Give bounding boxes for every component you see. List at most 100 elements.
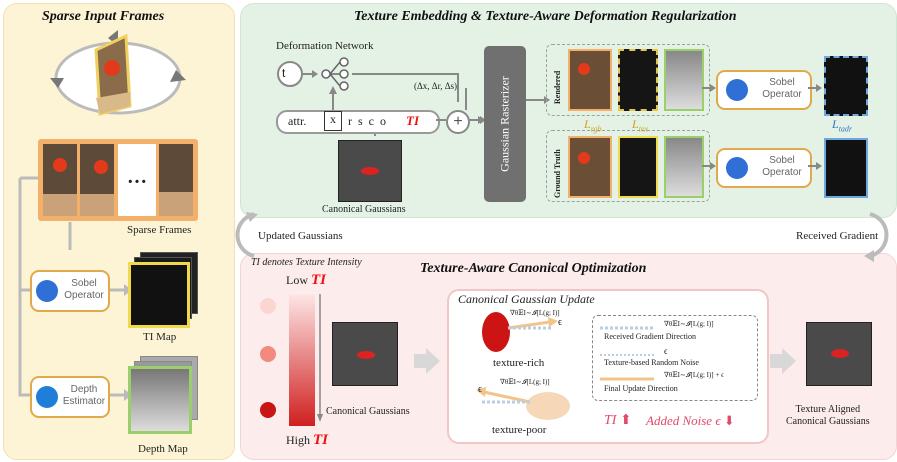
loop-arrows [235, 212, 889, 262]
ti-map-label: TI Map [143, 331, 177, 343]
updated-gaussians-label: Updated Gaussians [258, 230, 343, 242]
legend-1-text: Received Gradient Direction [604, 332, 696, 341]
loss-tadr-symbol: L [832, 117, 839, 131]
gaussian-rasterizer: Gaussian Rasterizer [484, 46, 526, 202]
sobel-out-arrows [808, 84, 822, 170]
loss-tex: Ltex [632, 117, 648, 133]
high-label: High TI [286, 432, 328, 449]
ti-bar-arrow [317, 294, 323, 422]
gaussian-rasterizer-label: Gaussian Rasterizer [497, 76, 512, 172]
attribute-bar: attr. x r s c o TI [276, 110, 440, 134]
gt-texture [618, 136, 658, 198]
arrow-to-update [414, 348, 440, 374]
ground-truth-label: Ground Truth [553, 149, 562, 198]
attr-rsco: r s c o [348, 114, 386, 128]
texture-poor-label: texture-poor [492, 424, 547, 436]
rasterizer-outputs [526, 96, 550, 104]
update-vectors [476, 312, 570, 420]
canonical-gaussians-cube [338, 140, 402, 202]
deformation-network-diagram [277, 57, 484, 136]
ti-up-text: TI [604, 413, 617, 428]
added-noise: Added Noise ϵ ⬇ [646, 413, 735, 429]
arrow-to-aligned [770, 348, 796, 374]
texture-rich-label: texture-rich [493, 357, 545, 369]
texture-aligned-label: Texture Aligned Canonical Gaussians [786, 404, 870, 427]
rendered-group [546, 44, 710, 116]
update-legend [592, 315, 758, 401]
legend-2-formula: ϵ [664, 346, 668, 356]
sobel-operator-label: Sobel Operator [762, 77, 802, 100]
high-text: High [286, 433, 310, 447]
loss-tex-sub: tex [638, 124, 649, 134]
deformation-network-label: Deformation Network [276, 40, 374, 52]
sobel-operator-label: Sobel Operator [762, 155, 802, 178]
loss-rgb: Lrgb [584, 117, 602, 133]
depth-map-stack [128, 356, 200, 436]
ti-note-text: TI denotes Texture Intensity [251, 257, 362, 268]
sobel-operator-label: Sobel Operator [64, 278, 104, 301]
frame-thumbnail [80, 144, 114, 216]
ti-note: TI denotes Texture Intensity [251, 257, 362, 268]
canonical-gaussians-cube-bottom [332, 322, 398, 386]
sobel-operator-box: Sobel Operator [30, 270, 110, 312]
ti-up: TI ⬆ [604, 412, 632, 429]
sobel-gt-output [824, 138, 868, 198]
low-label: Low TI [286, 272, 326, 289]
attr-ti: TI [406, 113, 419, 128]
up-arrow-icon: ⬆ [619, 413, 632, 428]
update-title: Canonical Gaussian Update [458, 292, 595, 306]
epsilon-poor: ϵ [478, 384, 483, 395]
legend-3-formula: ∇θ𝔼I∼𝓘[L(g; I)] + ϵ [664, 371, 724, 379]
left-panel-title: Sparse Input Frames [42, 9, 165, 24]
top-panel-title: Texture Embedding & Texture-Aware Deform… [354, 9, 737, 24]
sobel-right-arrows [702, 84, 716, 170]
legend-lines [600, 326, 654, 381]
gt-rgb [568, 136, 612, 198]
sobel-icon [726, 157, 748, 179]
loss-tadr-sub: tadr [838, 124, 853, 134]
sobel-operator-box-gt: Sobel Operator [716, 148, 812, 188]
low-ti: TI [311, 272, 326, 288]
high-ti: TI [313, 432, 328, 448]
gt-depth [664, 136, 704, 198]
sobel-icon [36, 280, 58, 302]
high-ti-gaussian [260, 402, 276, 418]
mid-ti-gaussian [260, 346, 276, 362]
ellipsis-gap: … [118, 144, 156, 216]
texture-aligned-cube [806, 322, 872, 386]
rendered-label: Rendered [553, 70, 562, 104]
low-ti-gaussian [260, 298, 276, 314]
frame-thumbnail [43, 144, 77, 216]
t-node: t [282, 66, 286, 80]
received-gradient-label: Received Gradient [796, 230, 879, 242]
loss-rgb-sub: rgb [590, 124, 602, 134]
rendered-rgb [568, 49, 612, 111]
depth-estimator-label: Depth Estimator [62, 384, 106, 407]
sparse-frames-label: Sparse Frames [127, 224, 192, 236]
ellipsis: … [127, 166, 147, 188]
delta-label: (Δx, Δr, Δs) [414, 81, 457, 91]
epsilon-rich: ϵ [558, 317, 563, 328]
depth-map-label: Depth Map [138, 443, 188, 455]
loss-rgb-symbol: L [584, 117, 591, 131]
ti-gradient-bar [289, 294, 315, 426]
legend-2-text: Texture-based Random Noise [604, 358, 699, 367]
sobel-rendered-output [824, 56, 868, 116]
rendered-depth [664, 49, 704, 111]
ti-map-stack [128, 252, 198, 328]
added-noise-text: Added Noise ϵ [646, 413, 721, 428]
down-arrow-icon: ⬇ [723, 413, 735, 428]
legend-3-text: Final Update Direction [604, 384, 678, 393]
bottom-panel-title: Texture-Aware Canonical Optimization [420, 261, 647, 276]
low-text: Low [286, 273, 308, 287]
attr-label: attr. [288, 114, 307, 128]
loss-tex-symbol: L [632, 117, 639, 131]
plus-connectors [436, 88, 486, 124]
legend-1-formula: ∇θ𝔼I∼𝓘[L(g; I)] [664, 320, 714, 328]
sparse-frames-strip: … [38, 139, 198, 221]
plus-node: + [446, 110, 470, 134]
canonical-gaussians-label-bottom: Canonical Gaussians [326, 406, 410, 417]
depth-estimator-box: Depth Estimator [30, 376, 110, 418]
grad-poor: ∇θ𝔼I∼𝓘[L(g; I)] [500, 378, 550, 386]
canonical-gaussians-label: Canonical Gaussians [322, 204, 406, 215]
